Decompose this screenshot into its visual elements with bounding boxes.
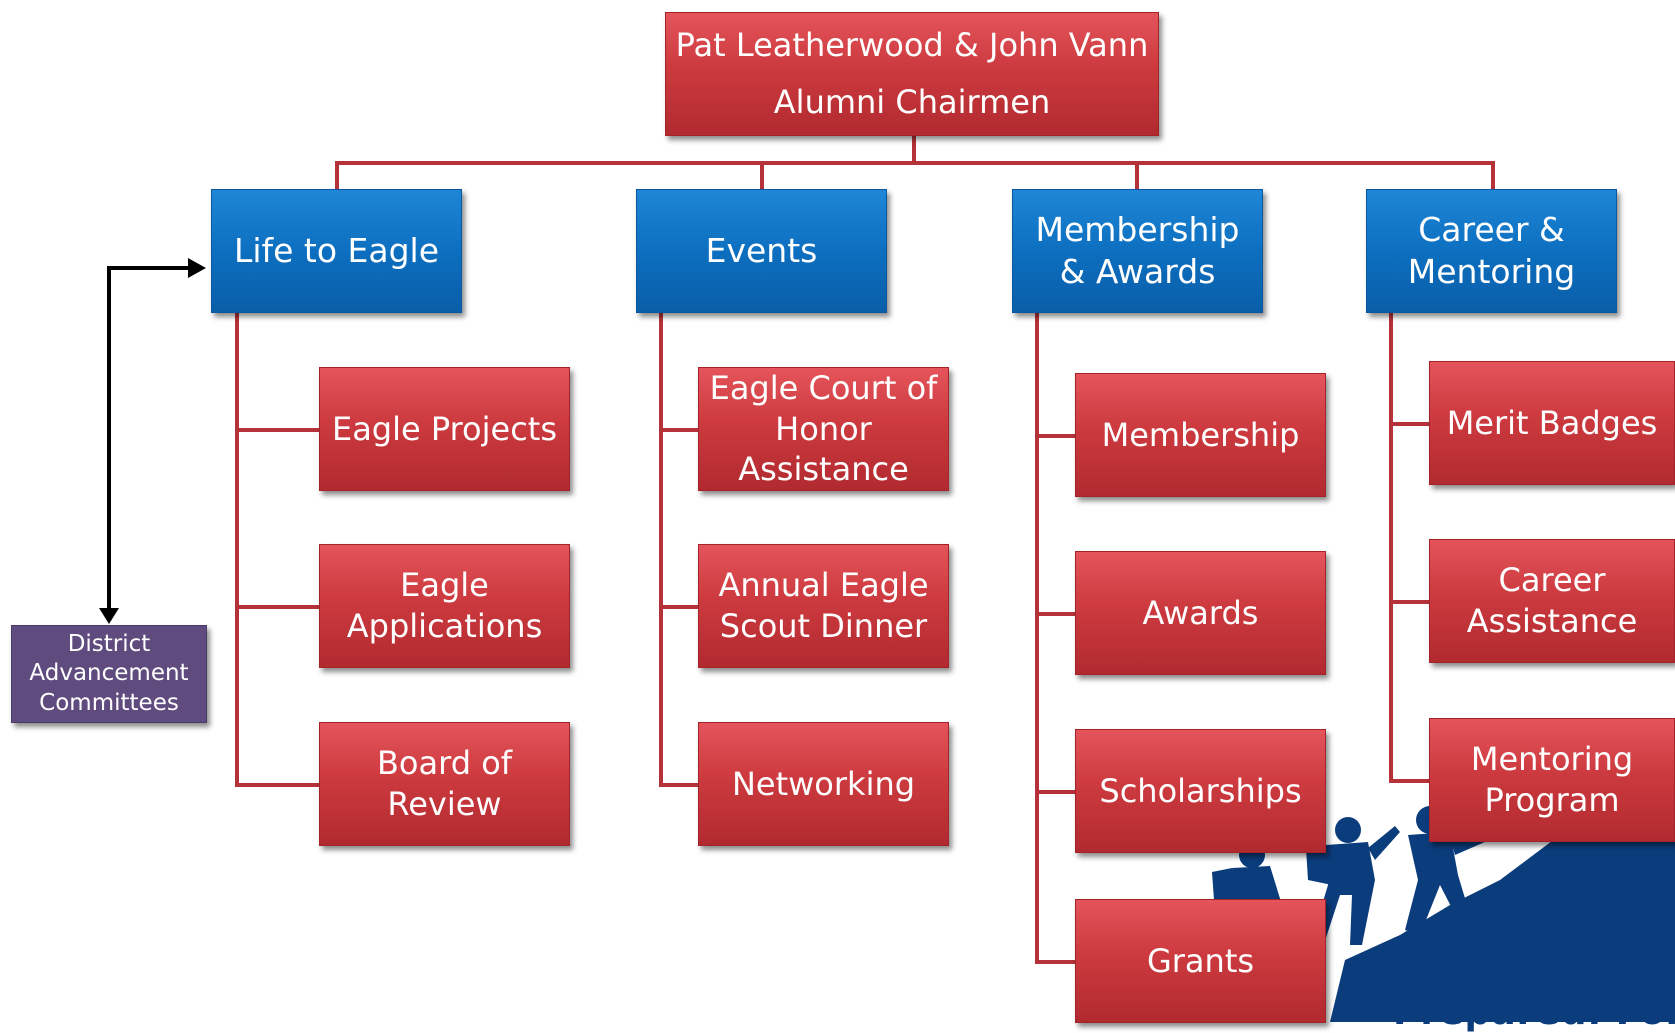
node-career-assistance: Career Assistance [1429,539,1675,663]
connector-merit-badges [1389,422,1429,426]
branch-drop-line-4 [1491,161,1495,190]
node-mentoring-program: Mentoring Program [1429,718,1675,842]
life-to-eagle-spine-line [235,313,239,787]
node-eagle-applications: Eagle Applications [319,544,570,668]
node-networking: Networking [698,722,949,846]
connector-networking [659,783,699,787]
node-awards: Awards [1075,551,1326,675]
connector-board-of-review [235,783,319,787]
node-eagle-projects: Eagle Projects [319,367,570,491]
arrow-vertical-line [107,266,111,614]
events-spine-line [659,313,663,787]
branch-drop-line-3 [1135,161,1139,190]
connector-court-of-honor [659,428,699,432]
connector-awards [1035,612,1075,616]
branch-drop-line-2 [760,161,764,190]
connector-career-assistance [1389,600,1429,604]
connector-eagle-dinner [659,605,699,609]
district-advancement-committees-box: District Advancement Committees [11,625,207,723]
node-eagle-court-of-honor-assistance: Eagle Court of Honor Assistance [698,367,949,491]
branch-career-mentoring: Career & Mentoring [1366,189,1617,313]
connector-membership [1035,434,1075,438]
branch-drop-line-1 [335,161,339,190]
connector-grants [1035,960,1075,964]
career-mentoring-spine-line [1389,313,1393,783]
branch-membership-awards: Membership & Awards [1012,189,1263,313]
connector-mentoring-program [1389,779,1429,783]
branch-bus-line [335,161,1495,165]
node-annual-eagle-scout-dinner: Annual Eagle Scout Dinner [698,544,949,668]
connector-eagle-projects [235,428,319,432]
root-title: Alumni Chairmen [773,83,1051,121]
root-name: Pat Leatherwood & John Vann [675,26,1149,65]
connector-eagle-applications [235,605,319,609]
arrow-right-head-icon [188,258,206,278]
root-node: Pat Leatherwood & John Vann Alumni Chair… [665,12,1159,136]
node-membership: Membership [1075,373,1326,497]
node-scholarships: Scholarships [1075,729,1326,853]
arrow-horizontal-line [107,266,192,270]
arrow-down-head-icon [99,608,119,624]
root-stem-line [912,136,916,165]
node-board-of-review: Board of Review [319,722,570,846]
node-merit-badges: Merit Badges [1429,361,1675,485]
node-grants: Grants [1075,899,1326,1023]
branch-events: Events [636,189,887,313]
connector-scholarships [1035,790,1075,794]
footer-tagline: Prepared. For L [1393,992,1675,1033]
membership-awards-spine-line [1035,313,1039,964]
branch-life-to-eagle: Life to Eagle [211,189,462,313]
